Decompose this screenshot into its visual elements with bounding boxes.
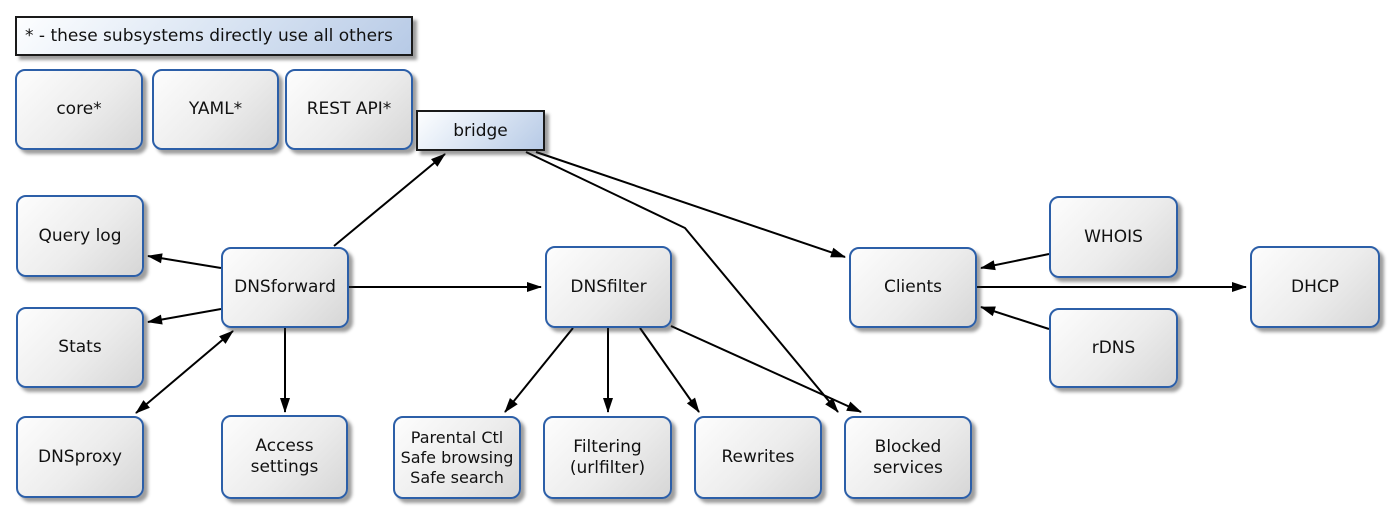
node-parental-ctl: Parental Ctl Safe browsing Safe search [393, 416, 521, 499]
edge-bridge-to-blocked [525, 151, 839, 413]
edge-dnsforward-to-stats [147, 308, 222, 325]
edge-whois-to-clients [980, 253, 1050, 271]
node-dhcp: DHCP [1250, 246, 1380, 328]
node-yaml: YAML* [152, 69, 279, 150]
node-access-settings: Access settings [221, 415, 348, 499]
edge-dnsforward-to-querylog [147, 253, 222, 269]
node-dnsfilter: DNSfilter [545, 246, 672, 328]
node-rest-api: REST API* [285, 69, 413, 150]
node-query-log: Query log [16, 195, 144, 277]
node-rewrites: Rewrites [694, 416, 822, 499]
node-bridge: bridge [416, 110, 545, 151]
node-filtering-urlfilter: Filtering (urlfilter) [543, 416, 672, 499]
node-whois: WHOIS [1049, 196, 1178, 278]
node-blocked-services: Blocked services [844, 416, 972, 499]
node-stats: Stats [16, 307, 144, 388]
node-rdns: rDNS [1049, 308, 1178, 388]
legend-note: * - these subsystems directly use all ot… [15, 16, 413, 56]
node-clients: Clients [849, 247, 977, 328]
edge-dnsfilter-to-parental [504, 327, 574, 413]
node-dnsforward: DNSforward [221, 247, 349, 328]
edge-dnsforward-dnsproxy [135, 330, 234, 414]
edge-dnsfilter-to-blocked [670, 325, 862, 413]
edge-dnsfilter-to-rewrites [639, 327, 700, 413]
edge-dnsforward-to-bridge [333, 153, 446, 247]
edge-rdns-to-clients [980, 306, 1050, 330]
edge-bridge-to-clients [535, 151, 846, 258]
node-core: core* [15, 69, 143, 150]
node-dnsproxy: DNSproxy [16, 416, 144, 498]
